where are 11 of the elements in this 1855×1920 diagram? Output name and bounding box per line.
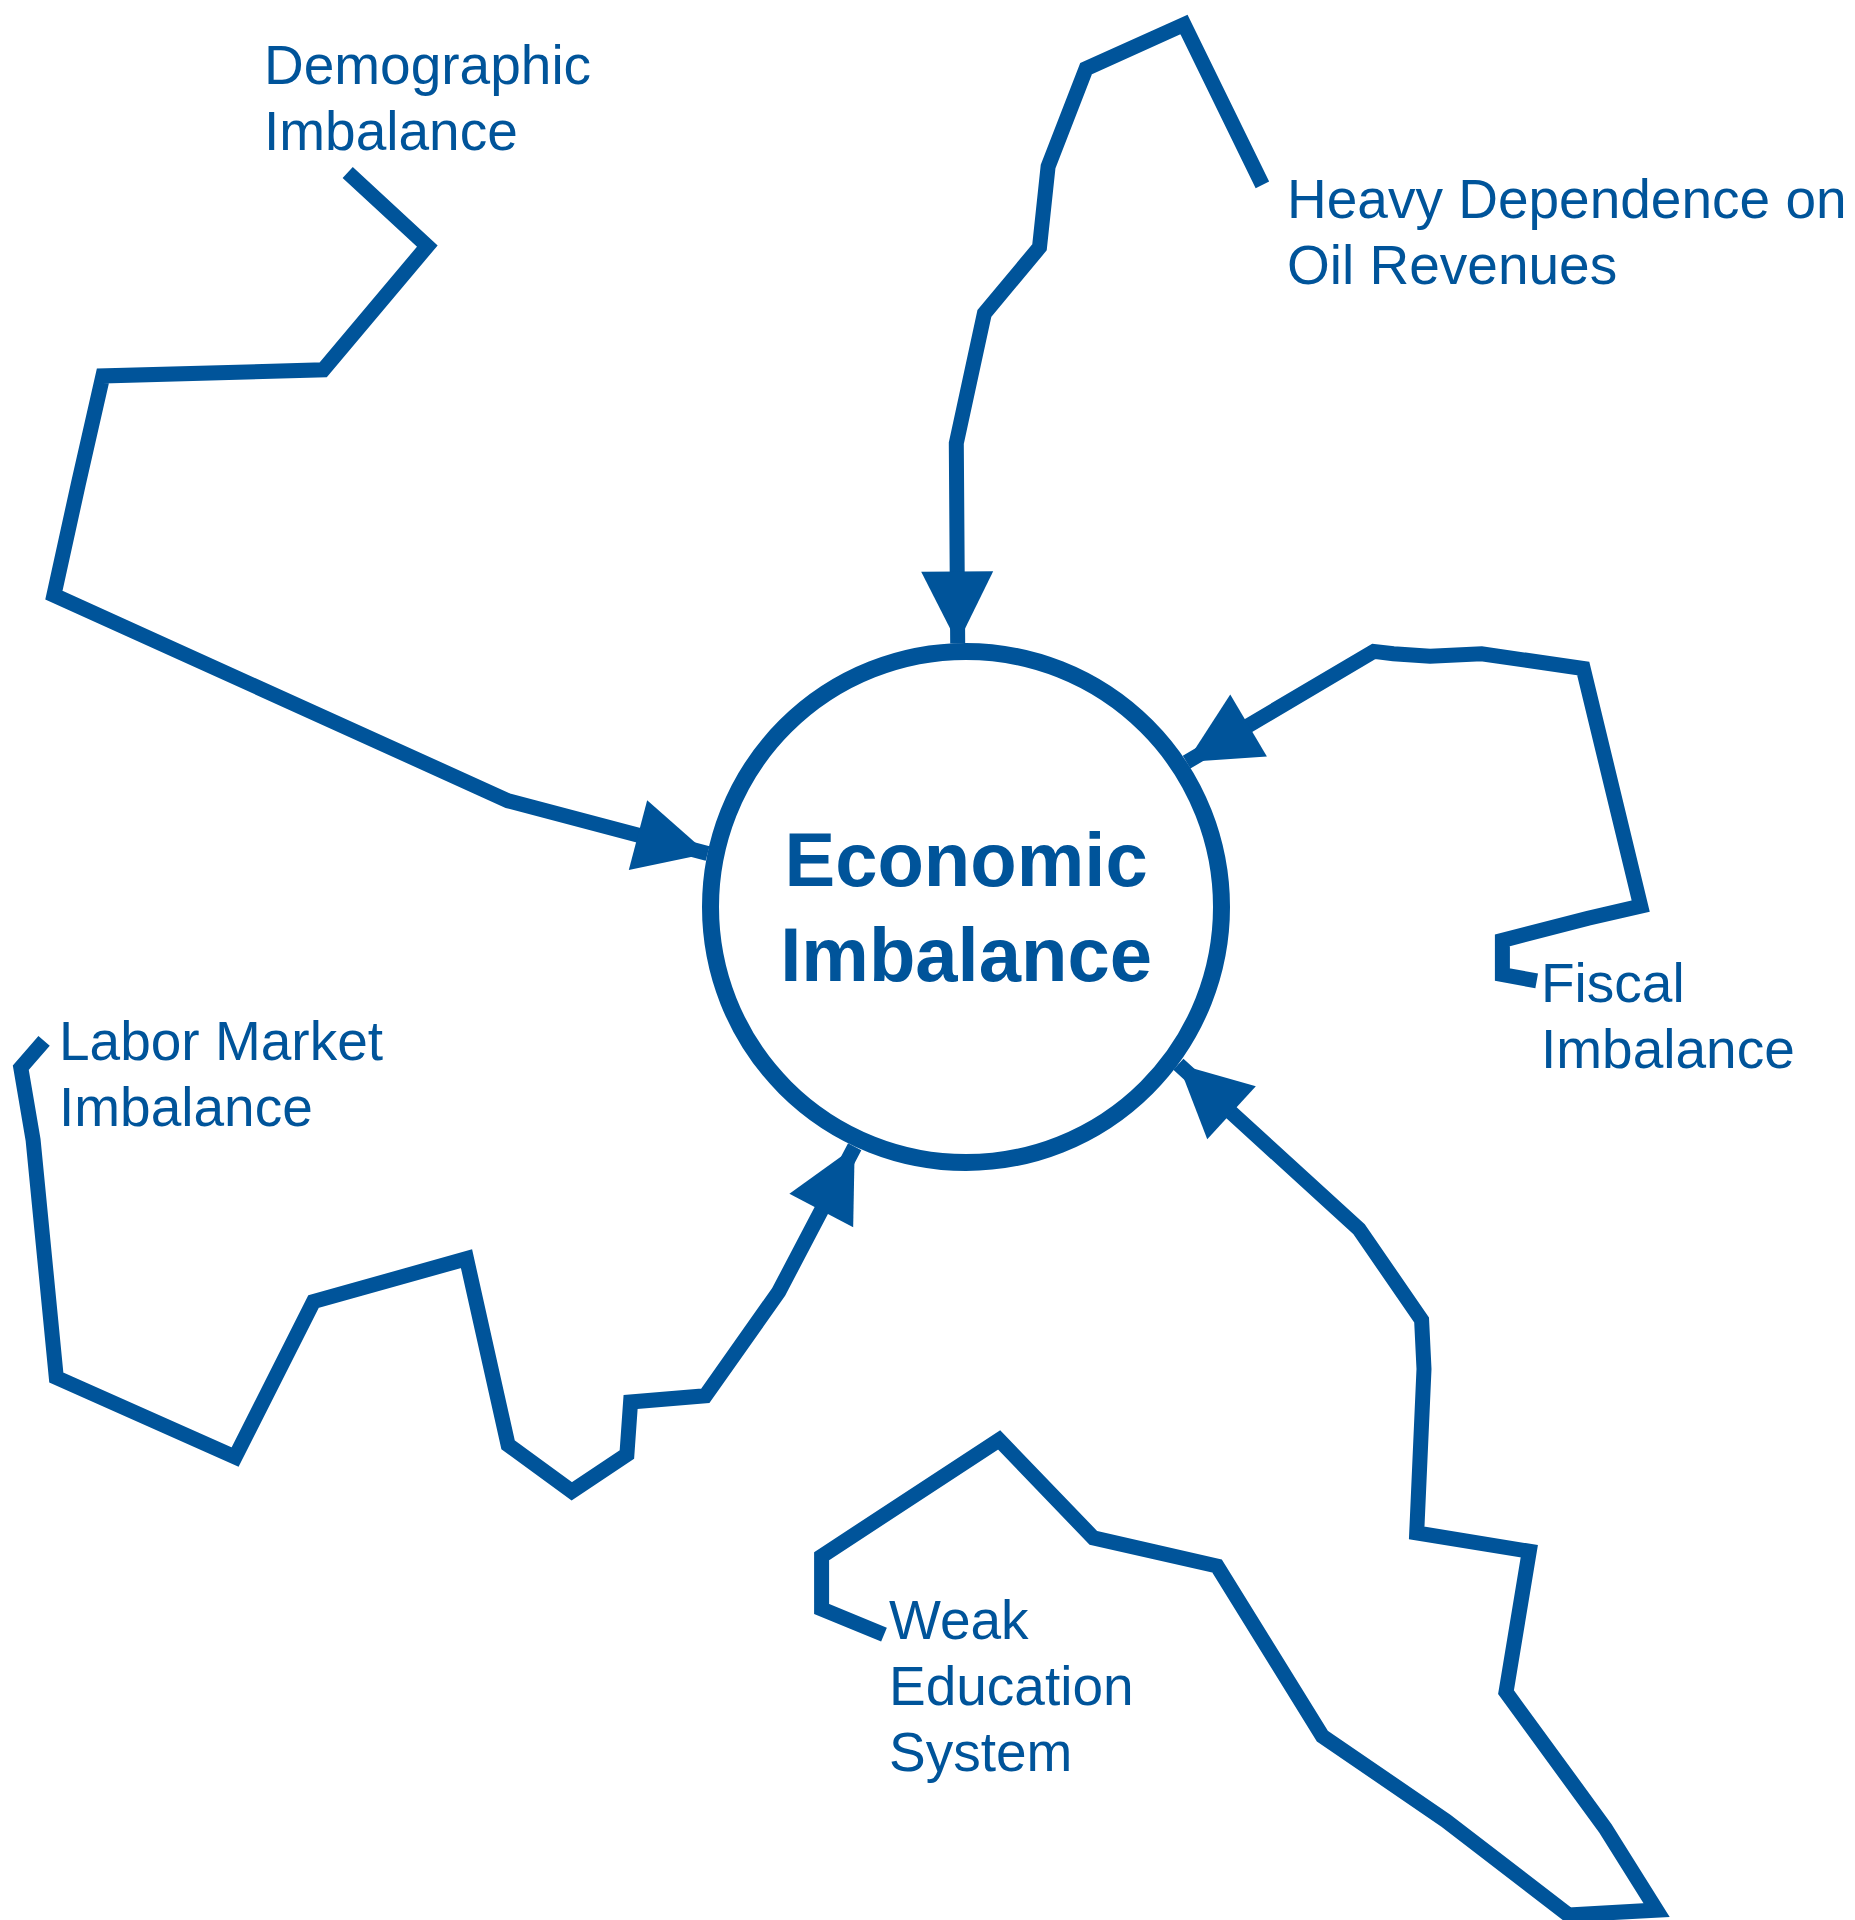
factor-label: Labor Market Imbalance (59, 1009, 385, 1140)
central-title: Economic Imbalance (779, 816, 1153, 1000)
zigzag-arrow (921, 14, 1270, 644)
factor-label: Heavy Dependence on Oil Revenues (1287, 167, 1847, 298)
zigzag-arrow (12, 1035, 862, 1501)
zigzag-arrow (1182, 643, 1650, 989)
factor-label: Demographic Imbalance (264, 33, 593, 164)
zigzag-arrow (814, 1058, 1670, 1920)
factor-label: Weak Education System (889, 1588, 1135, 1785)
zigzag-arrow (45, 167, 710, 870)
factor-label: Fiscal Imbalance (1541, 951, 1796, 1082)
